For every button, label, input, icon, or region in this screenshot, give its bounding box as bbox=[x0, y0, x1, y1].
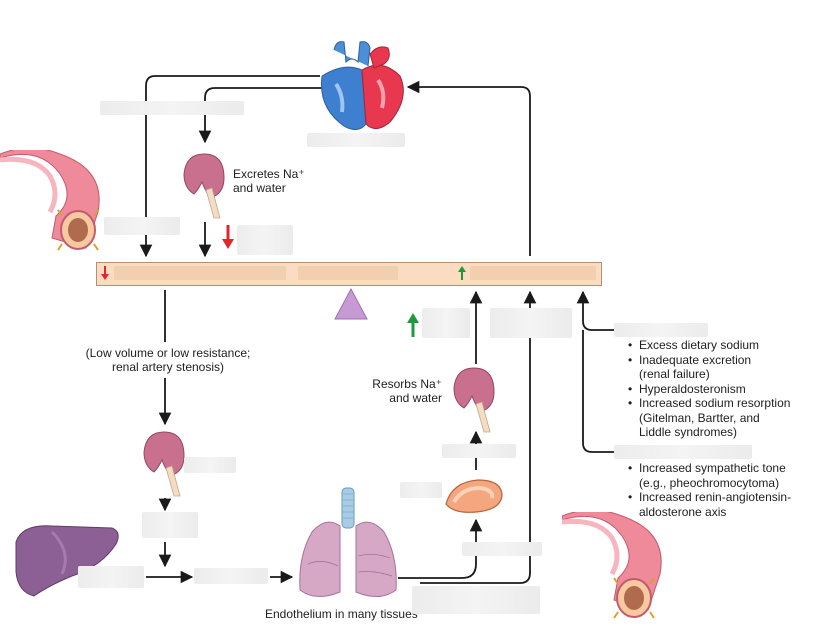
sodium-conditions-list: Excess dietary sodium Inadequate excreti… bbox=[625, 338, 790, 440]
list-item: Increased renin-angiotensin- aldosterone… bbox=[625, 490, 791, 519]
resorbs-label: Resorbs Na⁺ and water bbox=[372, 377, 442, 405]
down-arrow-icon bbox=[100, 265, 110, 286]
blank-label-sodium-header bbox=[614, 323, 708, 337]
lungs-icon bbox=[296, 486, 400, 611]
blank-label-bar-left bbox=[114, 266, 286, 280]
low-volume-label: (Low volume or low resistance; renal art… bbox=[85, 346, 251, 374]
conditions-bracket-lower bbox=[582, 330, 614, 453]
blank-label-kidney-top bbox=[237, 225, 293, 255]
up-arrow-icon bbox=[406, 312, 420, 343]
artery-icon bbox=[0, 147, 110, 265]
adrenal-gland-icon bbox=[442, 476, 506, 521]
blank-label-adrenal bbox=[400, 482, 442, 498]
list-item: Excess dietary sodium bbox=[625, 338, 790, 353]
return-to-heart-arrow bbox=[406, 80, 531, 256]
list-item: Hyperaldosteronism bbox=[625, 382, 790, 397]
lung-to-adrenal-arrow bbox=[398, 518, 483, 579]
excretes-label: Excretes Na⁺ and water bbox=[233, 167, 305, 195]
blank-label-bar-right bbox=[470, 266, 596, 280]
list-item: Increased sympathetic tone (e.g., pheoch… bbox=[625, 461, 791, 490]
list-item: Inadequate excretion (renal failure) bbox=[625, 353, 790, 382]
down-arrow-icon bbox=[221, 224, 235, 255]
blank-label-vasoconstriction bbox=[490, 308, 572, 338]
lung-to-vasoconstriction-arrow bbox=[420, 290, 537, 584]
artery-icon bbox=[561, 509, 672, 627]
blank-label-artery-left bbox=[104, 217, 180, 235]
heart-icon bbox=[314, 36, 410, 141]
blank-label-top-left bbox=[100, 101, 244, 115]
liver-icon bbox=[12, 522, 122, 603]
blank-label-endothelium-right bbox=[412, 586, 540, 614]
conditions-bracket-arrow bbox=[576, 290, 614, 331]
fulcrum-triangle bbox=[334, 287, 368, 325]
heart-to-balance-arrow bbox=[139, 75, 320, 258]
blank-label-heart bbox=[307, 133, 405, 147]
list-item: Increased sodium resorption (Gitelman, B… bbox=[625, 396, 790, 440]
up-arrow-icon bbox=[457, 265, 467, 286]
sympathetic-conditions-list: Increased sympathetic tone (e.g., pheoch… bbox=[625, 461, 791, 519]
blank-label-kidney-lower bbox=[184, 457, 236, 473]
heart-to-kidney-arrow bbox=[198, 87, 325, 144]
kidney-icon bbox=[450, 364, 498, 439]
blank-label-angiotensin bbox=[194, 568, 268, 584]
blank-label-liver bbox=[78, 566, 144, 588]
kidney-icon bbox=[180, 150, 228, 225]
kidney-icon bbox=[140, 428, 188, 503]
blank-label-sympathetic-header bbox=[614, 445, 752, 459]
blank-label-lung-right bbox=[462, 542, 542, 556]
blank-label-bar-mid bbox=[298, 266, 398, 280]
blank-label-volume-up bbox=[422, 308, 470, 338]
endothelium-label: Endothelium in many tissues bbox=[265, 607, 418, 621]
blank-label-renin bbox=[142, 512, 198, 538]
blank-label-aldosterone bbox=[442, 444, 516, 458]
